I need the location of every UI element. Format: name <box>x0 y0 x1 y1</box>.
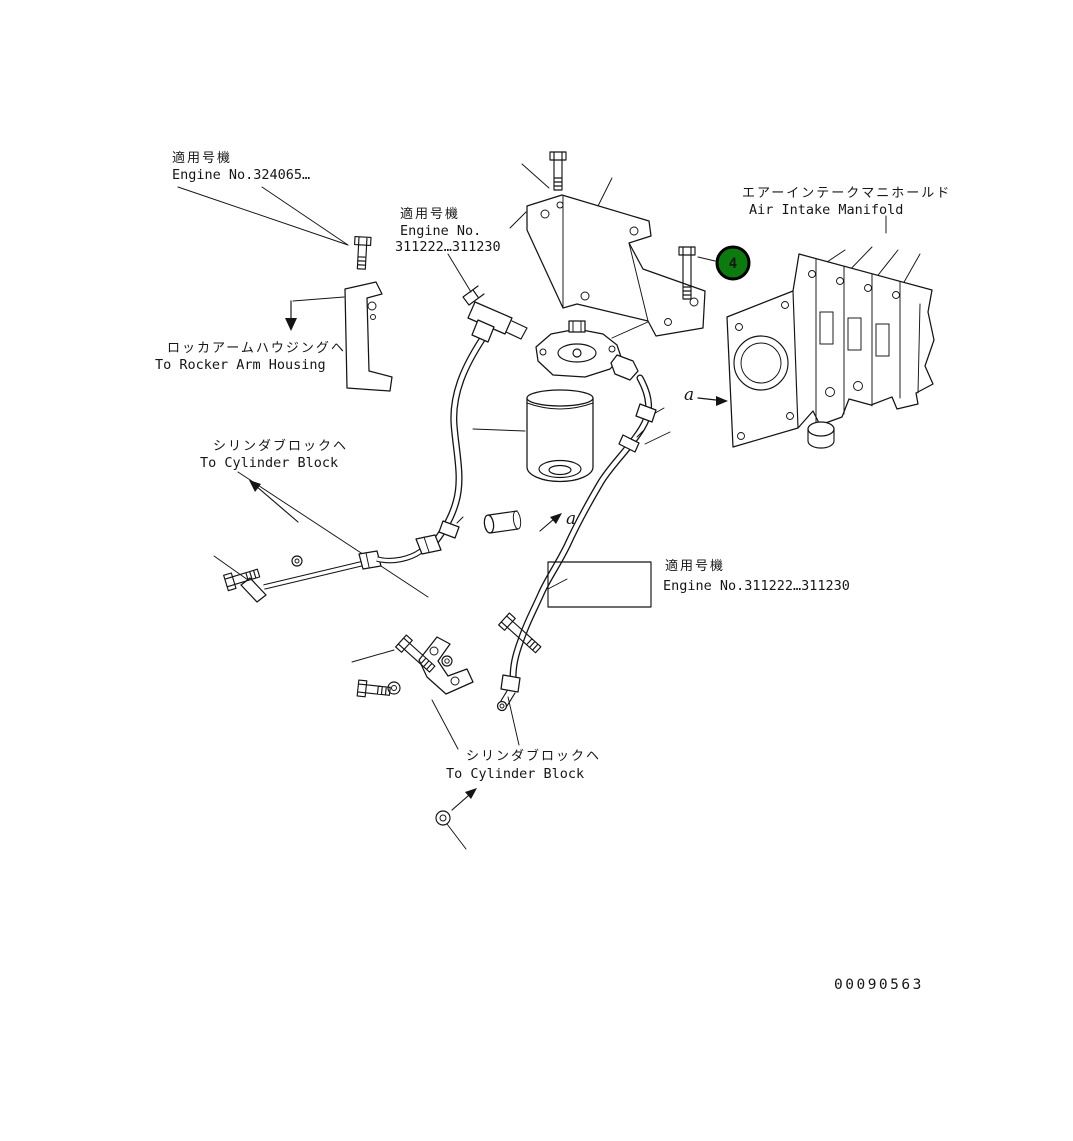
view-a-manifold-label: a <box>684 385 694 405</box>
label-bracket-en1: Engine No. <box>400 223 481 239</box>
label-air-intake-jp: エアーインテークマニホールド <box>742 186 951 201</box>
bolts <box>223 151 696 698</box>
bolt-clamp-a <box>395 634 436 673</box>
callout-4-circle[interactable] <box>715 245 751 281</box>
pipe-end-flange <box>240 577 267 603</box>
label-air-intake-en: Air Intake Manifold <box>749 202 903 218</box>
label-bracket-jp: 適用号機 <box>400 206 460 222</box>
label-rocker-en: To Rocker Arm Housing <box>155 357 326 373</box>
manifold-bolt-hole <box>892 291 900 299</box>
view-a-hose-label: a <box>566 509 576 529</box>
label-bracket-en2: 311222…311230 <box>395 239 501 255</box>
label-hose-jp: 適用号機 <box>665 558 725 574</box>
rocker-arrow-head <box>285 318 297 331</box>
bolt-clamp-b <box>498 612 542 654</box>
clamp-bracket <box>418 636 474 695</box>
fuel-hose-left <box>427 334 487 551</box>
label-cyl-left-jp: シリンダブロックヘ <box>213 438 348 454</box>
callout-4[interactable]: 4 <box>715 245 751 281</box>
tee-fitting <box>462 285 528 343</box>
applicability-box <box>547 561 652 608</box>
cyl-bottom-arrow-head <box>465 788 477 799</box>
head-union <box>610 354 639 381</box>
head-inlet <box>568 320 586 333</box>
hose-end-fitting <box>500 674 521 693</box>
washers <box>291 555 453 826</box>
direction-arrows <box>249 300 728 811</box>
label-hose-en: Engine No.311222…311230 <box>663 578 850 594</box>
bolt-rocker-bracket <box>354 236 372 270</box>
cyl-left-arrow-line <box>255 485 299 523</box>
view-a-manifold-arrow-head <box>716 396 728 406</box>
label-top-left-en: Engine No.324065… <box>172 167 310 183</box>
manifold-bolt-hole <box>836 277 844 285</box>
label-cyl-bottom-en: To Cylinder Block <box>446 766 584 782</box>
bolt-pipe-flange <box>223 568 261 592</box>
leader-lines <box>177 163 921 850</box>
air-intake-manifold-drawing <box>726 253 935 449</box>
bolt-item-4 <box>678 246 696 300</box>
view-a-hose-arrow-head <box>550 513 562 524</box>
rocker-bracket-drawing <box>344 281 393 392</box>
manifold-boss <box>807 421 835 437</box>
cylinder-fitting <box>483 510 522 534</box>
doc-number: 00090563 <box>834 977 924 993</box>
fuel-filter-cartridge <box>526 389 594 483</box>
text-labels: 適用号機 Engine No.324065… 適用号機 Engine No. 3… <box>155 150 951 993</box>
bottom-clamp-assembly <box>418 636 521 712</box>
hose-clamp-left <box>438 516 464 539</box>
hose-clamp <box>618 434 640 453</box>
washer-bottom <box>435 810 451 826</box>
fuel-filter-head <box>535 320 639 381</box>
cyl-bottom-arrow-line <box>451 795 469 811</box>
bolt-bracket-top <box>549 151 567 191</box>
view-a-hose-arrow-line <box>539 518 555 532</box>
label-top-left-jp: 適用号機 <box>172 150 232 166</box>
fuel-pipe-assembly <box>240 534 442 603</box>
cyl-left-arrow-head <box>249 480 261 492</box>
manifold-bolt-hole <box>864 284 872 292</box>
manifold-port <box>733 335 789 391</box>
callout-4-number: 4 <box>729 256 737 272</box>
label-cyl-left-en: To Cylinder Block <box>200 455 338 471</box>
label-rocker-jp: ロッカアームハウジングヘ <box>167 341 346 356</box>
label-cyl-bottom-jp: シリンダブロックヘ <box>466 748 601 764</box>
bolt-clamp-c <box>356 679 391 698</box>
mounting-bracket-drawing <box>526 194 706 337</box>
elbow-fitting <box>635 403 657 423</box>
union-nut <box>415 534 442 555</box>
pipe-nut <box>358 550 382 570</box>
manifold-bolt-hole <box>808 270 816 278</box>
view-a-manifold-arrow-line <box>697 397 717 401</box>
